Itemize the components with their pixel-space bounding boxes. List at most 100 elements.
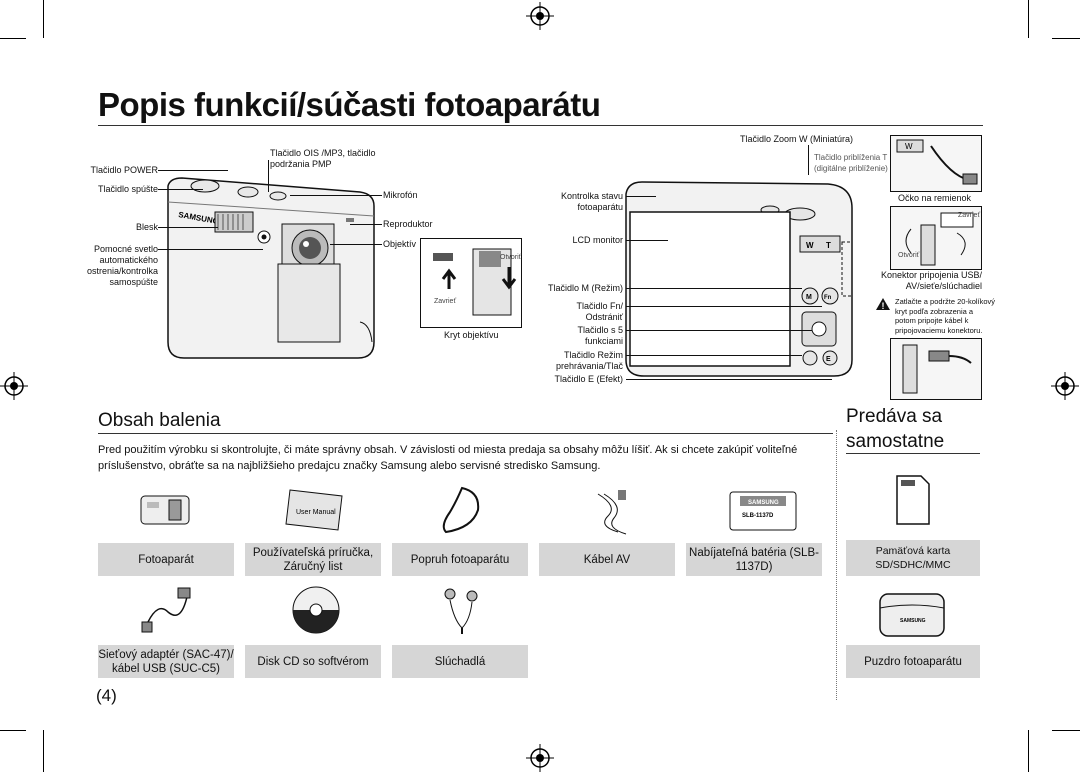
leader-line — [626, 288, 802, 289]
registration-mark-icon — [1051, 372, 1079, 400]
label-close-cover: Zavrieť — [958, 212, 981, 219]
label-open-cover: Otvoriť — [898, 252, 920, 259]
av-cable-icon — [588, 486, 638, 538]
label-flash: Blesk — [135, 222, 158, 232]
section-heading-contents: Obsah balenia — [98, 410, 221, 431]
camera-case-icon: SAMSUNG — [876, 584, 948, 640]
item-label-strap: Popruh fotoaparátu — [392, 543, 528, 576]
svg-text:Fn: Fn — [824, 295, 832, 301]
svg-text:W: W — [806, 241, 814, 250]
svg-text:T: T — [826, 241, 831, 250]
item-label-earphones: Slúchadlá — [392, 645, 528, 678]
leader-line — [350, 224, 382, 225]
label-speaker: Reproduktor — [383, 219, 433, 229]
item-label-battery: Nabíjateľná batéria (SLB-1137D) — [686, 543, 822, 576]
item-label-adapter: Sieťový adaptér (SAC-47)/ kábel USB (SUC… — [98, 645, 234, 678]
label-connector: Konektor pripojenia USB/AV/sieťe/slúchad… — [880, 270, 982, 291]
connector-cover-inset — [890, 206, 982, 270]
svg-text:!: ! — [882, 301, 885, 311]
item-label-camera: Fotoaparát — [98, 543, 234, 576]
svg-text:W: W — [905, 142, 913, 151]
leader-line — [626, 355, 802, 356]
item-label-manual: Používateľská príručka, Záručný list — [245, 543, 381, 576]
label-strap-eyelet: Očko na remienok — [898, 193, 972, 203]
svg-text:M: M — [806, 294, 812, 301]
leader-line — [330, 244, 382, 245]
leader-line — [158, 189, 203, 190]
label-power-button: Tlačidlo POWER — [90, 165, 158, 175]
label-lens-cover: Kryt objektívu — [444, 330, 499, 340]
leader-line — [626, 330, 812, 331]
manual-icon: User Manual — [284, 486, 348, 534]
strap-eyelet-inset: W — [890, 135, 982, 192]
battery-icon: SAMSUNG SLB-1137D — [728, 490, 798, 532]
item-label-cd: Disk CD so softvérom — [245, 645, 381, 678]
camera-back-illustration: W T M Fn E — [625, 181, 853, 377]
crop-mark — [0, 730, 26, 731]
section-rule — [98, 433, 833, 434]
label-fn-delete: Tlačidlo Fn/Odstrániť — [576, 301, 623, 322]
camera-front-illustration: SAMSUNG — [167, 177, 375, 359]
section-heading-separate: Predáva sa samostatne — [846, 406, 945, 452]
label-microphone: Mikrofón — [383, 190, 418, 200]
label-lcd-monitor: LCD monitor — [572, 235, 623, 245]
section-rule — [846, 453, 980, 454]
label-zoom-t: Tlačidlo priblíženia T(digitálne priblíž… — [814, 153, 888, 173]
item-label-av-cable: Kábel AV — [539, 543, 675, 576]
cd-icon — [290, 584, 342, 636]
label-shutter-button: Tlačidlo spúšte — [97, 184, 158, 194]
item-label-camera-case: Puzdro fotoaparátu — [846, 645, 980, 678]
leader-line — [158, 170, 228, 171]
intro-paragraph: Pred použitím výrobku si skontrolujte, č… — [98, 444, 798, 472]
leader-line — [268, 160, 269, 192]
page-title: Popis funkcií/súčasti fotoaparátu — [98, 86, 601, 123]
crop-mark — [1028, 0, 1029, 38]
adapter-icon — [138, 582, 198, 638]
crop-mark — [43, 730, 44, 772]
leader-line — [158, 227, 218, 228]
lens-cover-inset — [420, 238, 522, 328]
label-m-button: Tlačidlo M (Režim) — [547, 283, 623, 293]
registration-mark-icon — [526, 744, 554, 772]
battery-model: SLB-1137D — [742, 513, 774, 519]
item-label-memory-card: Pamäťová karta SD/SDHC/MMC — [846, 540, 980, 576]
label-lens: Objektív — [383, 239, 417, 249]
strap-icon — [432, 482, 488, 538]
crop-mark — [1028, 730, 1029, 772]
label-e-button: Tlačidlo E (Efekt) — [554, 374, 623, 384]
crop-mark — [1052, 730, 1080, 731]
registration-mark-icon — [0, 372, 28, 400]
leader-line — [626, 379, 832, 380]
column-divider — [836, 430, 837, 700]
page-number: (4) — [96, 686, 117, 705]
leader-line — [158, 249, 263, 250]
case-brand: SAMSUNG — [900, 618, 926, 624]
leader-line — [290, 195, 382, 196]
svg-text:E: E — [826, 356, 831, 363]
crop-mark — [43, 0, 44, 38]
label-zoom-w: Tlačidlo Zoom W (Miniatúra) — [740, 134, 854, 144]
label-close: Zavrieť — [434, 298, 457, 305]
cable-connection-inset — [890, 338, 982, 400]
leader-line — [808, 145, 809, 175]
crop-mark — [0, 38, 26, 39]
battery-brand: SAMSUNG — [748, 500, 779, 506]
crop-mark — [1052, 38, 1080, 39]
registration-mark-icon — [526, 2, 554, 30]
manual-cover-text: User Manual — [296, 509, 336, 516]
empty-cell — [539, 645, 822, 678]
memory-card-icon — [893, 472, 933, 528]
leader-line — [626, 196, 656, 197]
warning-icon: ! — [876, 298, 890, 311]
label-open: Otvoriť — [500, 254, 522, 261]
camera-icon — [135, 488, 195, 532]
leader-line — [626, 306, 822, 307]
title-rule — [98, 125, 983, 126]
leader-line — [626, 240, 668, 241]
